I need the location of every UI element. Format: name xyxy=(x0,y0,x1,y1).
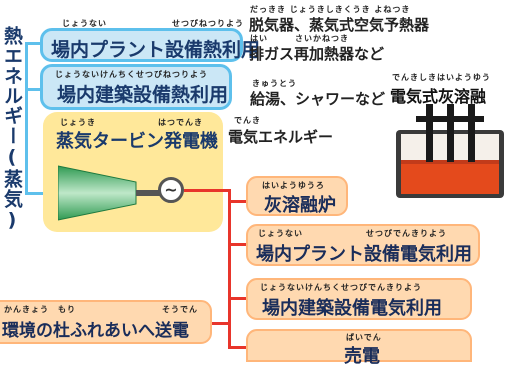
building-power-box: じょうないけんちくせつびでんきりよう 場内建築設備電気利用 xyxy=(246,278,472,320)
plant-power-ruby-right: せつびでんきりよう xyxy=(366,229,447,238)
turbine-label: 蒸気タービン発電機 xyxy=(56,131,218,152)
building-heat-uses-ruby: きゅうとう xyxy=(252,79,297,88)
turbine-ruby-right: はつでんき xyxy=(158,118,203,127)
sale-ruby: ばいでん xyxy=(346,333,382,342)
plant-heat-label: 場内プラント設備熱利用 xyxy=(51,39,261,61)
heat-energy-title: 熱エネルギー(蒸気) xyxy=(1,26,23,232)
plant-heat-uses-line1: 脱気器、蒸気式空気予熱器 xyxy=(249,16,430,34)
sale-label: 売電 xyxy=(344,346,380,367)
electric-furnace-icon xyxy=(396,104,504,198)
power-branch-building xyxy=(228,297,248,300)
plant-heat-box: 場内プラント設備熱利用 xyxy=(40,28,260,62)
melting-label: 灰溶融炉 xyxy=(264,195,336,216)
plant-heat-uses-ruby2: はい さいかねつき xyxy=(250,34,349,43)
plant-heat-uses-ruby1: だっきき じょうきしきくうき よねつき xyxy=(250,5,411,14)
heat-branch-plant xyxy=(25,42,43,45)
electric-energy-ruby: でんき xyxy=(234,116,261,125)
heat-trunk-line xyxy=(25,42,28,194)
heat-branch-turbine xyxy=(25,192,43,195)
forest-ruby-left: かんきょう もり xyxy=(4,305,76,314)
forest-power-box: かんきょう もり そうでん 環境の杜ふれあいへ送電 xyxy=(0,300,212,344)
building-heat-box: じょうないけんちくせつびねつりよう 場内建築設備熱利用 xyxy=(40,64,232,110)
forest-ruby-right: そうでん xyxy=(162,305,198,314)
power-branch-melting xyxy=(228,200,248,203)
plant-heat-ruby-left: じょうない xyxy=(62,19,107,28)
plant-power-label: 場内プラント設備電気利用 xyxy=(256,244,472,265)
melting-furnace-box: はいようゆうろ 灰溶融炉 xyxy=(246,176,348,216)
plant-heat-ruby-right: せつびねつりよう xyxy=(172,19,244,28)
power-branch-forest xyxy=(210,322,230,325)
power-sale-box: ばいでん 売電 xyxy=(246,329,472,367)
building-heat-uses-text: 給湯、シャワーなど xyxy=(250,90,386,108)
tilde-generator-icon: ~ xyxy=(158,177,184,203)
building-heat-ruby: じょうないけんちくせつびねつりよう xyxy=(55,70,208,79)
power-trunk-line xyxy=(228,189,231,349)
electric-melter-label: 電気式灰溶融 xyxy=(390,87,487,106)
forest-power-label: 環境の杜ふれあいへ送電 xyxy=(2,321,189,341)
building-power-ruby: じょうないけんちくせつびでんきりよう xyxy=(260,283,422,292)
plant-power-ruby-left: じょうない xyxy=(258,229,303,238)
plant-heat-uses-line2: 排ガス再加熱器など xyxy=(249,45,385,63)
building-power-label: 場内建築設備電気利用 xyxy=(262,298,442,319)
plant-power-box: じょうない せつびでんきりよう 場内プラント設備電気利用 xyxy=(246,224,480,266)
electric-melter-ruby: でんきしきはいようゆう xyxy=(392,73,491,82)
heat-branch-building xyxy=(25,88,43,91)
electric-energy-label: 電気エネルギー xyxy=(228,128,334,146)
melting-ruby: はいようゆうろ xyxy=(262,181,325,190)
power-branch-sale xyxy=(228,346,248,349)
turbine-ruby-left: じょうき xyxy=(60,118,96,127)
building-heat-label: 場内建築設備熱利用 xyxy=(57,84,229,106)
steam-turbine-icon xyxy=(58,165,160,221)
power-branch-plant xyxy=(228,243,248,246)
power-output-line xyxy=(184,189,230,192)
